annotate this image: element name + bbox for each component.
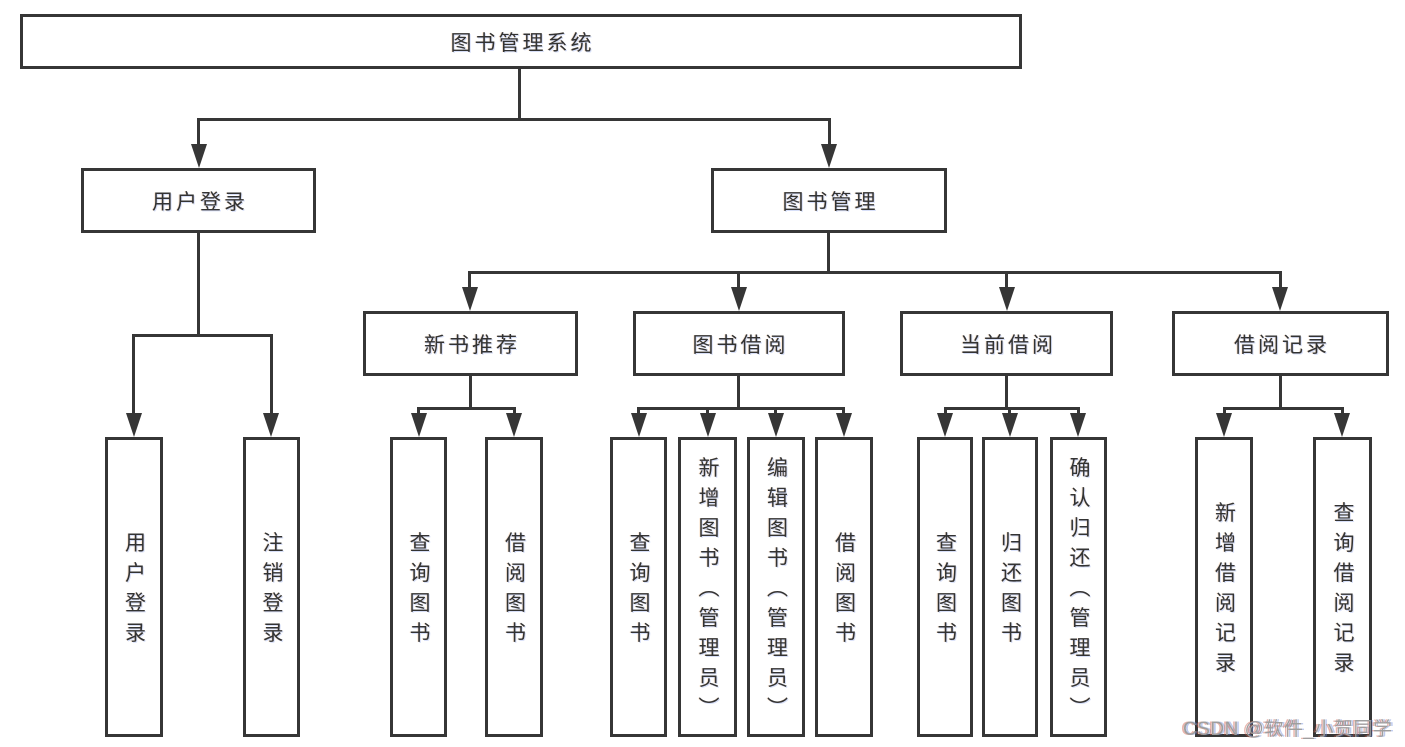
- leaf-borrow-edit-admin: 编辑图书（管理员）: [747, 437, 805, 737]
- arrow-down-icon: [821, 144, 837, 168]
- arrow-down-icon: [768, 413, 784, 437]
- leaf-current-confirm-admin: 确认归还（管理员）: [1050, 437, 1107, 737]
- arrow-down-icon: [126, 413, 142, 437]
- connector-line: [132, 334, 273, 337]
- node-root: 图书管理系统: [20, 14, 1022, 69]
- connector-line: [518, 69, 521, 121]
- leaf-current-return: 归还图书: [982, 437, 1038, 737]
- arrow-down-icon: [836, 413, 852, 437]
- arrow-down-icon: [700, 413, 716, 437]
- arrow-down-icon: [506, 413, 522, 437]
- connector-line: [270, 334, 273, 419]
- leaf-user-login: 用户登录: [105, 437, 163, 737]
- node-user-login-label: 用户登录: [152, 190, 248, 214]
- arrow-down-icon: [263, 413, 279, 437]
- connector-line: [1279, 376, 1282, 410]
- connector-line: [737, 376, 740, 410]
- leaf-borrow-borrow-label: 借阅图书: [832, 531, 856, 652]
- connector-line: [417, 407, 516, 410]
- arrow-down-icon: [731, 287, 747, 311]
- connector-line: [828, 118, 831, 150]
- leaf-current-query: 查询图书: [917, 437, 973, 737]
- leaf-newbook-borrow-label: 借阅图书: [502, 531, 526, 652]
- arrow-down-icon: [462, 287, 478, 311]
- arrow-down-icon: [1070, 413, 1086, 437]
- leaf-newbook-query: 查询图书: [390, 437, 447, 737]
- leaf-record-add: 新增借阅记录: [1195, 437, 1253, 737]
- connector-line: [1279, 271, 1282, 293]
- leaf-record-query-label: 查询借阅记录: [1331, 501, 1354, 682]
- arrow-down-icon: [999, 287, 1015, 311]
- leaf-user-login-label: 用户登录: [122, 531, 146, 652]
- connector-line: [197, 118, 200, 150]
- leaf-borrow-edit-admin-label: 编辑图书（管理员）: [764, 456, 788, 727]
- leaf-current-query-label: 查询图书: [933, 531, 957, 652]
- connector-line: [737, 271, 740, 293]
- node-new-book-recommend: 新书推荐: [363, 311, 578, 376]
- connector-line: [197, 233, 200, 337]
- node-borrow-record-label: 借阅记录: [1234, 333, 1330, 357]
- node-current-borrow-label: 当前借阅: [960, 333, 1056, 357]
- connector-line: [468, 271, 471, 293]
- leaf-logout-label: 注销登录: [260, 531, 283, 652]
- leaf-current-confirm-admin-label: 确认归还（管理员）: [1067, 456, 1090, 727]
- leaf-borrow-query-label: 查询图书: [627, 531, 650, 652]
- csdn-watermark: CSDN @软件_小贺同学: [1183, 719, 1393, 740]
- node-book-borrow-label: 图书借阅: [692, 333, 789, 357]
- node-root-label: 图书管理系统: [450, 31, 595, 55]
- connector-line: [469, 376, 472, 410]
- leaf-current-return-label: 归还图书: [998, 531, 1022, 652]
- leaf-borrow-add-admin-label: 新增图书（管理员）: [696, 456, 719, 727]
- leaf-record-query: 查询借阅记录: [1313, 437, 1372, 737]
- leaf-borrow-borrow: 借阅图书: [815, 437, 873, 737]
- leaf-newbook-borrow: 借阅图书: [485, 437, 543, 737]
- connector-line: [132, 334, 135, 419]
- leaf-borrow-add-admin: 新增图书（管理员）: [678, 437, 737, 737]
- node-book-borrow: 图书借阅: [633, 311, 845, 376]
- arrow-down-icon: [1002, 413, 1018, 437]
- connector-line: [1223, 407, 1344, 410]
- arrow-down-icon: [1272, 287, 1288, 311]
- node-book-management: 图书管理: [711, 168, 947, 233]
- arrow-down-icon: [1334, 413, 1350, 437]
- leaf-newbook-query-label: 查询图书: [407, 531, 430, 652]
- connector-line: [944, 407, 1080, 410]
- connector-line: [1005, 271, 1008, 293]
- leaf-borrow-query: 查询图书: [610, 437, 667, 737]
- connector-line: [637, 407, 845, 410]
- node-new-book-recommend-label: 新书推荐: [424, 333, 520, 357]
- node-current-borrow: 当前借阅: [900, 311, 1113, 376]
- node-borrow-record: 借阅记录: [1172, 311, 1389, 376]
- connector-line: [827, 233, 830, 274]
- arrow-down-icon: [1216, 413, 1232, 437]
- node-user-login: 用户登录: [81, 168, 316, 233]
- arrow-down-icon: [411, 413, 427, 437]
- connector-line: [468, 271, 1282, 274]
- arrow-down-icon: [937, 413, 953, 437]
- arrow-down-icon: [631, 413, 647, 437]
- node-book-management-label: 图书管理: [782, 190, 879, 214]
- arrow-down-icon: [191, 144, 207, 168]
- connector-line: [1005, 376, 1008, 410]
- leaf-logout: 注销登录: [243, 437, 300, 737]
- connector-line: [197, 118, 831, 121]
- leaf-record-add-label: 新增借阅记录: [1212, 501, 1236, 682]
